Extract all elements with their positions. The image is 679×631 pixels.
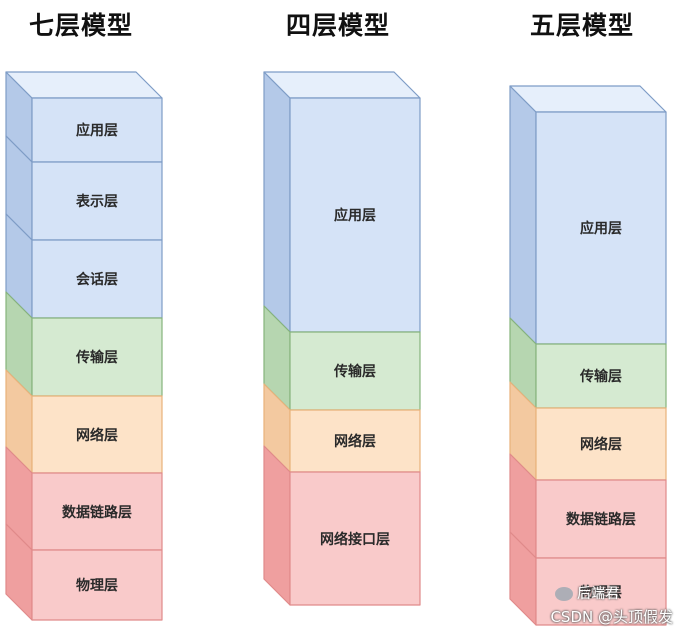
layer-label: 数据链路层 — [566, 512, 636, 528]
wechat-icon — [555, 587, 573, 601]
layer-label: 应用层 — [76, 123, 118, 139]
watermark-brand: 后端君 — [555, 583, 619, 603]
layer-side-face — [509, 85, 537, 345]
layer-label: 表示层 — [76, 194, 118, 210]
watermark-csdn: CSDN @头顶假发 — [550, 608, 673, 626]
layer-label: 数据链路层 — [62, 504, 132, 521]
stack-top-face — [263, 71, 421, 99]
stack-top-face — [5, 71, 163, 99]
layer-side-face — [263, 445, 291, 606]
layer-front-face — [31, 549, 163, 621]
layer-front-face — [289, 471, 421, 606]
layer-front-face — [535, 557, 667, 626]
seven-layer-model-title: 七层模型 — [29, 11, 134, 40]
four-layer-model-title: 四层模型 — [286, 11, 391, 40]
layer-label: 传输层 — [580, 369, 622, 385]
layer-label: 传输层 — [334, 364, 376, 380]
layer-label: 物理层 — [580, 584, 622, 601]
layer-label: 会话层 — [76, 272, 118, 288]
layer-label: 物理层 — [76, 578, 118, 594]
five-layer-model-title: 五层模型 — [530, 11, 635, 40]
layer-label: 网络接口层 — [320, 531, 390, 548]
layer-side-face — [263, 71, 291, 333]
watermark-brand-text: 后端君 — [577, 586, 619, 602]
layer-label: 网络层 — [580, 437, 622, 453]
layer-label: 网络层 — [334, 434, 376, 450]
stack-top-face — [509, 85, 667, 113]
layer-label: 传输层 — [76, 350, 118, 366]
layer-label: 应用层 — [334, 208, 376, 224]
layer-label: 网络层 — [76, 427, 118, 444]
layer-label: 应用层 — [580, 221, 622, 237]
